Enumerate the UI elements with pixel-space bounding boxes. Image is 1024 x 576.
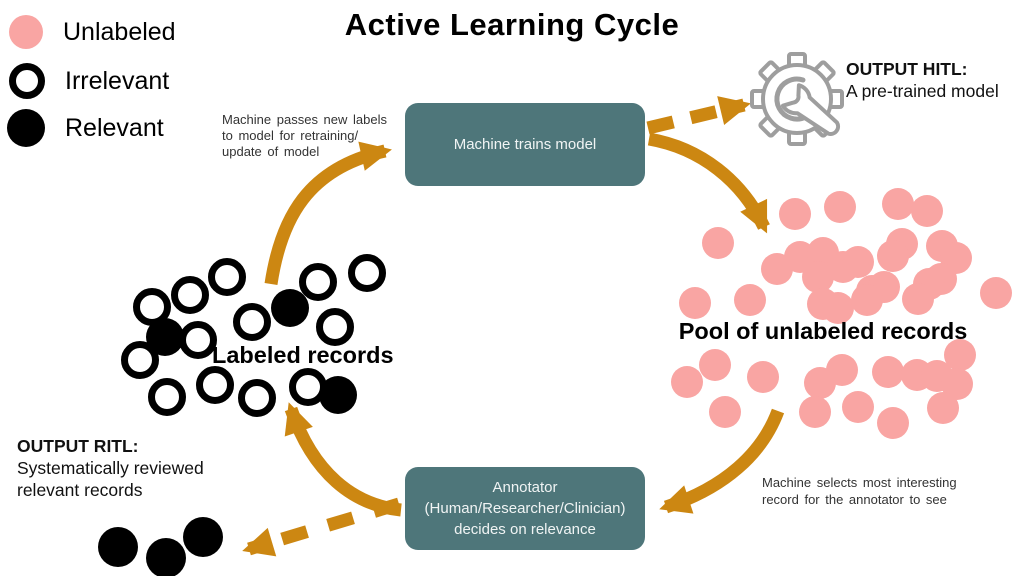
unlabeled-record-dot <box>921 360 953 392</box>
unlabeled-record-dot <box>779 198 811 230</box>
unlabeled-record-dot <box>799 396 831 428</box>
unlabeled-record-dot <box>882 188 914 220</box>
legend-item-unlabeled: Unlabeled <box>9 15 176 49</box>
unlabeled-record-dot <box>671 366 703 398</box>
unlabeled-record-dot <box>941 368 973 400</box>
irrelevant-record-dot <box>233 303 271 341</box>
unlabeled-record-dot <box>851 284 883 316</box>
unlabeled-record-dot <box>802 261 834 293</box>
irrelevant-record-dot <box>133 288 171 326</box>
unlabeled-record-dot <box>886 228 918 260</box>
irrelevant-record-dot <box>289 368 327 406</box>
unlabeled-record-dot <box>877 407 909 439</box>
unlabeled-record-dot <box>911 195 943 227</box>
unlabeled-record-dot <box>940 242 972 274</box>
pool-cluster-label: Pool of unlabeled records <box>678 318 968 344</box>
irrelevant-record-dot <box>121 341 159 379</box>
relevant-record-dot <box>271 289 309 327</box>
legend-item-irrelevant: Irrelevant <box>9 63 169 99</box>
node-label-line: Annotator <box>492 479 558 496</box>
irrelevant-record-dot <box>316 308 354 346</box>
unlabeled-record-dot <box>827 251 859 283</box>
irrelevant-record-dot <box>196 366 234 404</box>
unlabeled-record-dot <box>747 361 779 393</box>
reviewed-relevant-record-dot <box>98 527 138 567</box>
relevant-record-dot <box>319 376 357 414</box>
unlabeled-record-dot <box>807 288 839 320</box>
irrelevant-record-dot <box>171 276 209 314</box>
node-annotator-decides: Annotator (Human/Researcher/Clinician) d… <box>405 467 645 550</box>
unlabeled-record-dot <box>926 230 958 262</box>
node-label-line: (Human/Researcher/Clinician) <box>424 500 626 517</box>
unlabeled-record-dot <box>913 268 945 300</box>
unlabeled-record-dot <box>734 284 766 316</box>
relevant-record-dot <box>146 318 184 356</box>
labeled-cluster-label: Labeled records <box>212 342 394 368</box>
arrow-annotator-to-labeled <box>284 402 402 517</box>
arrow-labeled-to-train <box>264 141 392 285</box>
unlabeled-record-dot <box>901 359 933 391</box>
dashed-arrow-train-to-hitl-output <box>646 96 751 135</box>
unlabeled-record-dot <box>868 271 900 303</box>
unlabeled-record-dot <box>872 356 904 388</box>
irrelevant-circle-icon <box>9 63 45 99</box>
unlabeled-record-dot <box>679 287 711 319</box>
unlabeled-record-dot <box>902 283 934 315</box>
legend-item-relevant: Relevant <box>7 109 164 147</box>
unlabeled-record-dot <box>927 392 959 424</box>
output-ritl-text: OUTPUT RITL: Systematically reviewed rel… <box>17 436 204 500</box>
annotation-pass-labels: Machine passes new labels to model for r… <box>222 112 387 159</box>
unlabeled-record-dot <box>804 367 836 399</box>
unlabeled-record-dot <box>824 191 856 223</box>
unlabeled-record-dot <box>826 354 858 386</box>
node-label-line: decides on relevance <box>454 521 596 538</box>
unlabeled-record-dot <box>761 253 793 285</box>
node-machine-trains-model: Machine trains model <box>405 103 645 186</box>
unlabeled-record-dot <box>877 240 909 272</box>
unlabeled-record-dot <box>980 277 1012 309</box>
page-title: Active Learning Cycle <box>344 7 680 42</box>
unlabeled-record-dot <box>702 227 734 259</box>
unlabeled-record-dot <box>842 391 874 423</box>
legend-label: Unlabeled <box>63 17 176 46</box>
legend-label: Relevant <box>65 113 164 142</box>
dashed-arrow-annotator-to-ritl-output <box>242 497 401 557</box>
unlabeled-record-dot <box>807 237 839 269</box>
relevant-circle-icon <box>7 109 45 147</box>
irrelevant-record-dot <box>299 263 337 301</box>
output-hitl-text: OUTPUT HITL: A pre-trained model <box>846 59 999 101</box>
irrelevant-record-dot <box>148 378 186 416</box>
node-label: Machine trains model <box>453 136 597 153</box>
irrelevant-record-dot <box>348 254 386 292</box>
unlabeled-record-dot <box>856 275 888 307</box>
irrelevant-record-dot <box>238 379 276 417</box>
unlabeled-record-dot <box>925 263 957 295</box>
annotation-select-record: Machine selects most interesting record … <box>762 475 957 507</box>
gear-wrench-icon <box>750 52 844 146</box>
unlabeled-circle-icon <box>9 15 43 49</box>
reviewed-relevant-record-dot <box>183 517 223 557</box>
legend-label: Irrelevant <box>65 66 170 95</box>
unlabeled-record-dot <box>699 349 731 381</box>
reviewed-relevant-record-dot <box>146 538 186 576</box>
irrelevant-record-dot <box>208 258 246 296</box>
unlabeled-record-dot <box>784 241 816 273</box>
unlabeled-record-dot <box>709 396 741 428</box>
unlabeled-record-dot <box>842 246 874 278</box>
